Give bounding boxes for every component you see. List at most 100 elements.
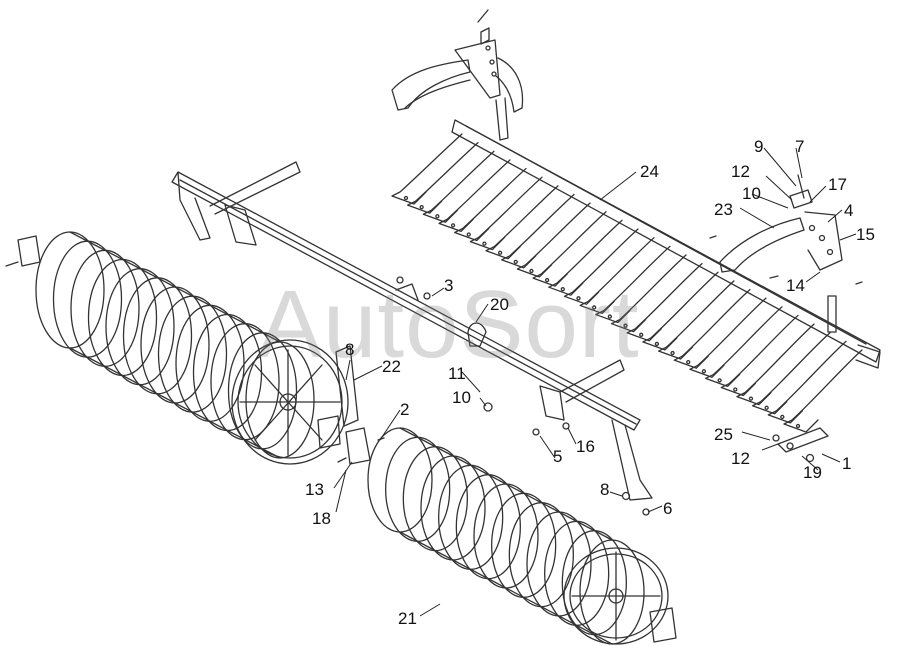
hitch-bracket-right xyxy=(709,174,863,285)
roller-coil xyxy=(385,436,451,542)
callout-11: 11 xyxy=(448,364,466,383)
tine xyxy=(626,262,703,342)
tine xyxy=(689,297,767,378)
roller-coil xyxy=(455,474,521,580)
tine-bolt-hole xyxy=(607,314,612,319)
tine xyxy=(485,185,559,260)
callout-10-center: 10 xyxy=(452,388,471,407)
tine-bolt-hole xyxy=(701,369,707,374)
hitch-bracket-top xyxy=(391,9,524,141)
leader-lines xyxy=(333,147,857,617)
tine-bolt-hole xyxy=(576,296,581,301)
tine-bolt-hole xyxy=(466,232,471,237)
tine-bolt-hole xyxy=(592,305,597,310)
bearing-left xyxy=(5,235,41,267)
roller-coil xyxy=(438,464,504,570)
tine-bolt-hole xyxy=(639,332,644,337)
callout-1: 1 xyxy=(842,454,852,473)
tine-bolt-hole xyxy=(654,341,660,347)
crumbler-roller-left xyxy=(35,231,315,459)
tine xyxy=(642,271,719,351)
callout-8-upper: 8 xyxy=(345,340,355,359)
tine xyxy=(391,133,463,205)
tine-bolt-hole xyxy=(686,360,691,365)
tine xyxy=(501,193,575,269)
tine-bolt-hole xyxy=(780,414,785,420)
roller-coil xyxy=(402,446,468,552)
callout-16: 16 xyxy=(576,437,595,456)
tine xyxy=(783,349,863,433)
callout-24: 24 xyxy=(640,162,659,181)
tine-bolt-hole xyxy=(748,396,754,401)
callout-4: 4 xyxy=(844,201,854,220)
tine xyxy=(720,314,799,397)
roller-coil xyxy=(579,539,645,645)
tine xyxy=(767,340,847,424)
fasteners xyxy=(396,276,829,516)
tine xyxy=(454,167,527,242)
tine-bolt-hole xyxy=(795,423,801,429)
callout-17: 17 xyxy=(828,175,847,194)
callout-6: 6 xyxy=(663,499,673,518)
roller-coil xyxy=(367,427,433,533)
callout-19: 19 xyxy=(803,463,822,482)
roller-right-end-disc xyxy=(563,547,669,645)
callout-14: 14 xyxy=(786,276,805,295)
tine xyxy=(610,254,687,333)
tine xyxy=(704,306,783,388)
tine xyxy=(422,150,495,223)
callout-12-lower: 12 xyxy=(731,449,750,468)
tine xyxy=(438,159,511,233)
callout-8-lower: 8 xyxy=(600,480,610,499)
tine xyxy=(751,332,831,415)
crumbler-roller-right xyxy=(367,427,645,645)
callout-10-right: 10 xyxy=(742,184,761,203)
tine xyxy=(563,228,639,305)
tine-bolt-hole xyxy=(623,323,628,328)
tine-bolt-hole xyxy=(529,268,534,274)
tine-bolt-hole xyxy=(497,250,503,255)
callout-22: 22 xyxy=(382,357,401,376)
callout-7: 7 xyxy=(795,137,805,156)
callout-15: 15 xyxy=(856,225,875,244)
tine xyxy=(548,219,623,296)
tine xyxy=(532,211,607,287)
tine-frame xyxy=(451,119,881,369)
tine-bolt-hole xyxy=(733,387,738,392)
callout-3: 3 xyxy=(444,276,454,295)
tine xyxy=(407,141,479,214)
tine-bolt-hole xyxy=(764,405,769,410)
roller-coil xyxy=(526,511,592,617)
tine xyxy=(579,237,655,315)
tine-bolt-hole xyxy=(717,378,722,383)
callout-18: 18 xyxy=(312,509,331,528)
tine-bolt-hole xyxy=(513,259,518,264)
tine xyxy=(516,202,591,278)
tine-bolt-hole xyxy=(560,287,565,292)
callout-20: 20 xyxy=(490,295,509,314)
callout-21: 21 xyxy=(398,609,417,628)
tine-bolt-hole xyxy=(450,223,456,228)
tine-bolt-hole xyxy=(544,277,550,283)
callout-12-upper: 12 xyxy=(731,162,750,181)
callout-13: 13 xyxy=(305,480,324,499)
callout-9: 9 xyxy=(754,137,764,156)
tine-bolt-hole xyxy=(403,195,409,201)
roller-coil xyxy=(491,492,557,598)
tine-bolt-hole xyxy=(435,214,440,219)
harrow-tines xyxy=(391,133,863,433)
callout-25: 25 xyxy=(714,425,733,444)
tine xyxy=(673,288,751,369)
tine-bolt-hole xyxy=(482,241,487,246)
roller-coil xyxy=(473,483,539,589)
tine-bolt-hole xyxy=(419,204,424,210)
tine xyxy=(657,280,735,360)
roller-bar xyxy=(69,231,281,459)
bearing-right xyxy=(649,607,677,643)
tine xyxy=(469,176,543,251)
tine xyxy=(736,323,815,406)
callout-5: 5 xyxy=(553,447,563,466)
roller-bar xyxy=(399,427,613,645)
